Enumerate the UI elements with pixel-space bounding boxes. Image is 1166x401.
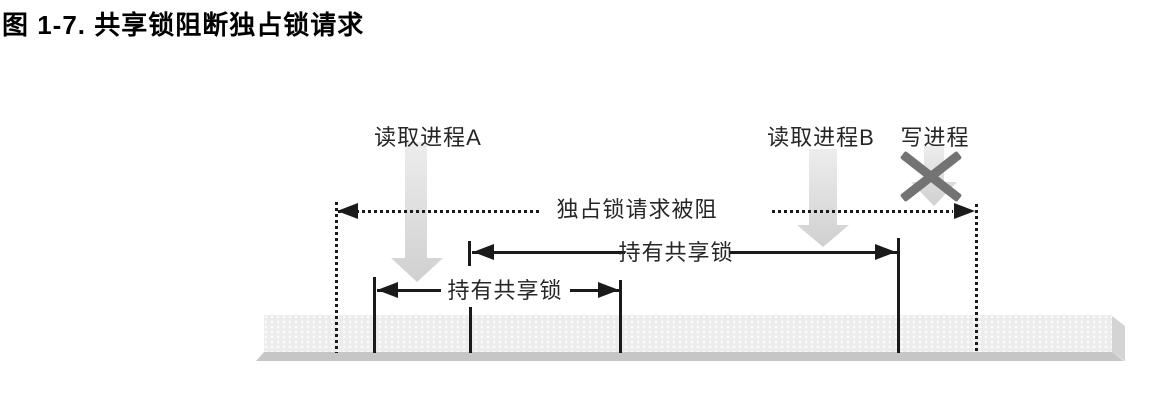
shared-lock-b-start-bar xyxy=(468,241,471,266)
file-timeline-bar xyxy=(264,315,1112,352)
reader-a-label: 读取进程A xyxy=(374,125,482,150)
blocked-x-icon xyxy=(899,150,963,203)
shared-lock-b-end-tick xyxy=(897,238,900,353)
exclusive-blocked-dotted-line-right xyxy=(772,210,953,213)
shared-lock-a-label: 持有共享锁 xyxy=(447,278,563,303)
exclusive-blocked-dotted-line-left xyxy=(338,210,541,213)
reader-b-down-arrow-icon xyxy=(797,149,849,247)
arrowhead-left-icon xyxy=(337,203,358,219)
reader-b-label: 读取进程B xyxy=(767,125,875,150)
right-boundary-dotted-line xyxy=(975,204,978,353)
arrowhead-right-icon xyxy=(598,282,619,298)
shared-lock-b-span-line-left xyxy=(472,251,625,254)
exclusive-blocked-label: 独占锁请求被阻 xyxy=(556,197,718,222)
writer-label: 写进程 xyxy=(900,125,970,150)
shared-lock-b-label: 持有共享锁 xyxy=(618,240,734,265)
file-timeline-bar-right-edge xyxy=(1112,316,1125,361)
figure-title: 图 1-7. 共享锁阻断独占锁请求 xyxy=(2,10,365,40)
file-timeline-bar-bottom-edge xyxy=(256,352,1124,361)
arrowhead-right-icon xyxy=(875,244,896,260)
shared-lock-b-start-tick xyxy=(469,307,472,353)
shared-lock-a-span-line-right xyxy=(570,289,619,292)
shared-lock-a-start-tick xyxy=(373,277,376,353)
shared-lock-a-end-tick xyxy=(619,280,622,353)
shared-lock-b-span-line-right xyxy=(729,251,898,254)
arrowhead-right-icon xyxy=(954,203,975,219)
shared-lock-a-span-line-left xyxy=(377,289,441,292)
left-boundary-dotted-line xyxy=(335,202,338,353)
arrowhead-left-icon xyxy=(473,244,494,260)
arrowhead-left-icon xyxy=(377,282,398,298)
